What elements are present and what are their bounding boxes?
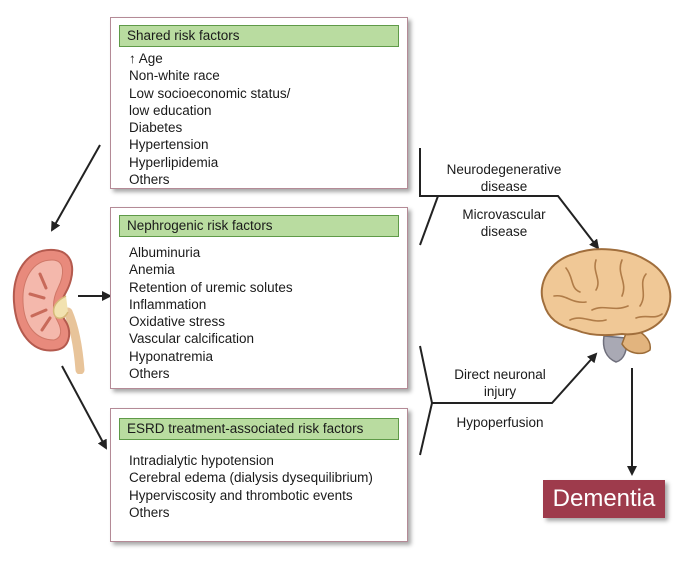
list-item: ↑ Age: [129, 51, 163, 66]
label-neurodegenerative-disease: Neurodegenerative disease: [446, 162, 562, 194]
esrd-risk-factors-list: Intradialytic hypotension Cerebral edema…: [129, 452, 403, 521]
kidney-icon: [12, 248, 85, 374]
list-item: Non-white race: [129, 68, 220, 84]
list-item: Inflammation: [129, 296, 207, 312]
list-item: Diabetes: [129, 120, 183, 136]
list-item: Albuminuria: [129, 245, 201, 260]
lower-path-to-brain: [419, 345, 598, 404]
list-item: Hyperlipidemia: [129, 154, 219, 170]
label-direct-neuronal-injury: Direct neuronal injury: [454, 367, 546, 399]
esrd-risk-factors-box: ESRD treatment-associated risk factors I…: [110, 408, 408, 542]
list-item: Vascular calcification: [129, 331, 255, 347]
upper-path-lower-branch: [419, 195, 439, 246]
list-item: Oxidative stress: [129, 314, 226, 330]
arrow-shared-to-kidney: [51, 144, 101, 232]
shared-risk-factors-box: Shared risk factors ↑ Age Non-white race…: [110, 17, 408, 189]
dementia-outcome-box: Dementia: [543, 480, 665, 518]
list-item: Others: [129, 172, 170, 188]
list-item: Others: [129, 504, 170, 520]
upper-path-to-brain: [419, 148, 600, 250]
arrow-kidney-to-esrd: [61, 365, 107, 450]
list-item: Hyperviscosity and thrombotic events: [129, 487, 353, 503]
list-item: Others: [129, 366, 170, 382]
list-item: low education: [129, 102, 212, 118]
shared-risk-factors-header: Shared risk factors: [119, 25, 399, 47]
list-item: Retention of uremic solutes: [129, 279, 293, 295]
nephrogenic-risk-factors-box: Nephrogenic risk factors Albuminuria Ane…: [110, 207, 408, 389]
esrd-risk-factors-header: ESRD treatment-associated risk factors: [119, 418, 399, 440]
label-microvascular-disease: Microvascular disease: [462, 207, 546, 239]
lower-path-lower-branch: [419, 402, 433, 456]
list-item: Intradialytic hypotension: [129, 453, 274, 468]
list-item: Hyponatremia: [129, 348, 214, 364]
list-item: Anemia: [129, 262, 175, 278]
shared-risk-factors-list: ↑ Age Non-white race Low socioeconomic s…: [129, 50, 403, 188]
label-hypoperfusion: Hypoperfusion: [456, 415, 544, 430]
list-item: Low socioeconomic status/: [129, 85, 291, 101]
brain-icon: [540, 248, 672, 363]
list-item: Cerebral edema (dialysis dysequilibrium): [129, 470, 373, 486]
list-item: Hypertension: [129, 137, 209, 153]
nephrogenic-risk-factors-header: Nephrogenic risk factors: [119, 215, 399, 237]
nephrogenic-risk-factors-list: Albuminuria Anemia Retention of uremic s…: [129, 244, 403, 382]
